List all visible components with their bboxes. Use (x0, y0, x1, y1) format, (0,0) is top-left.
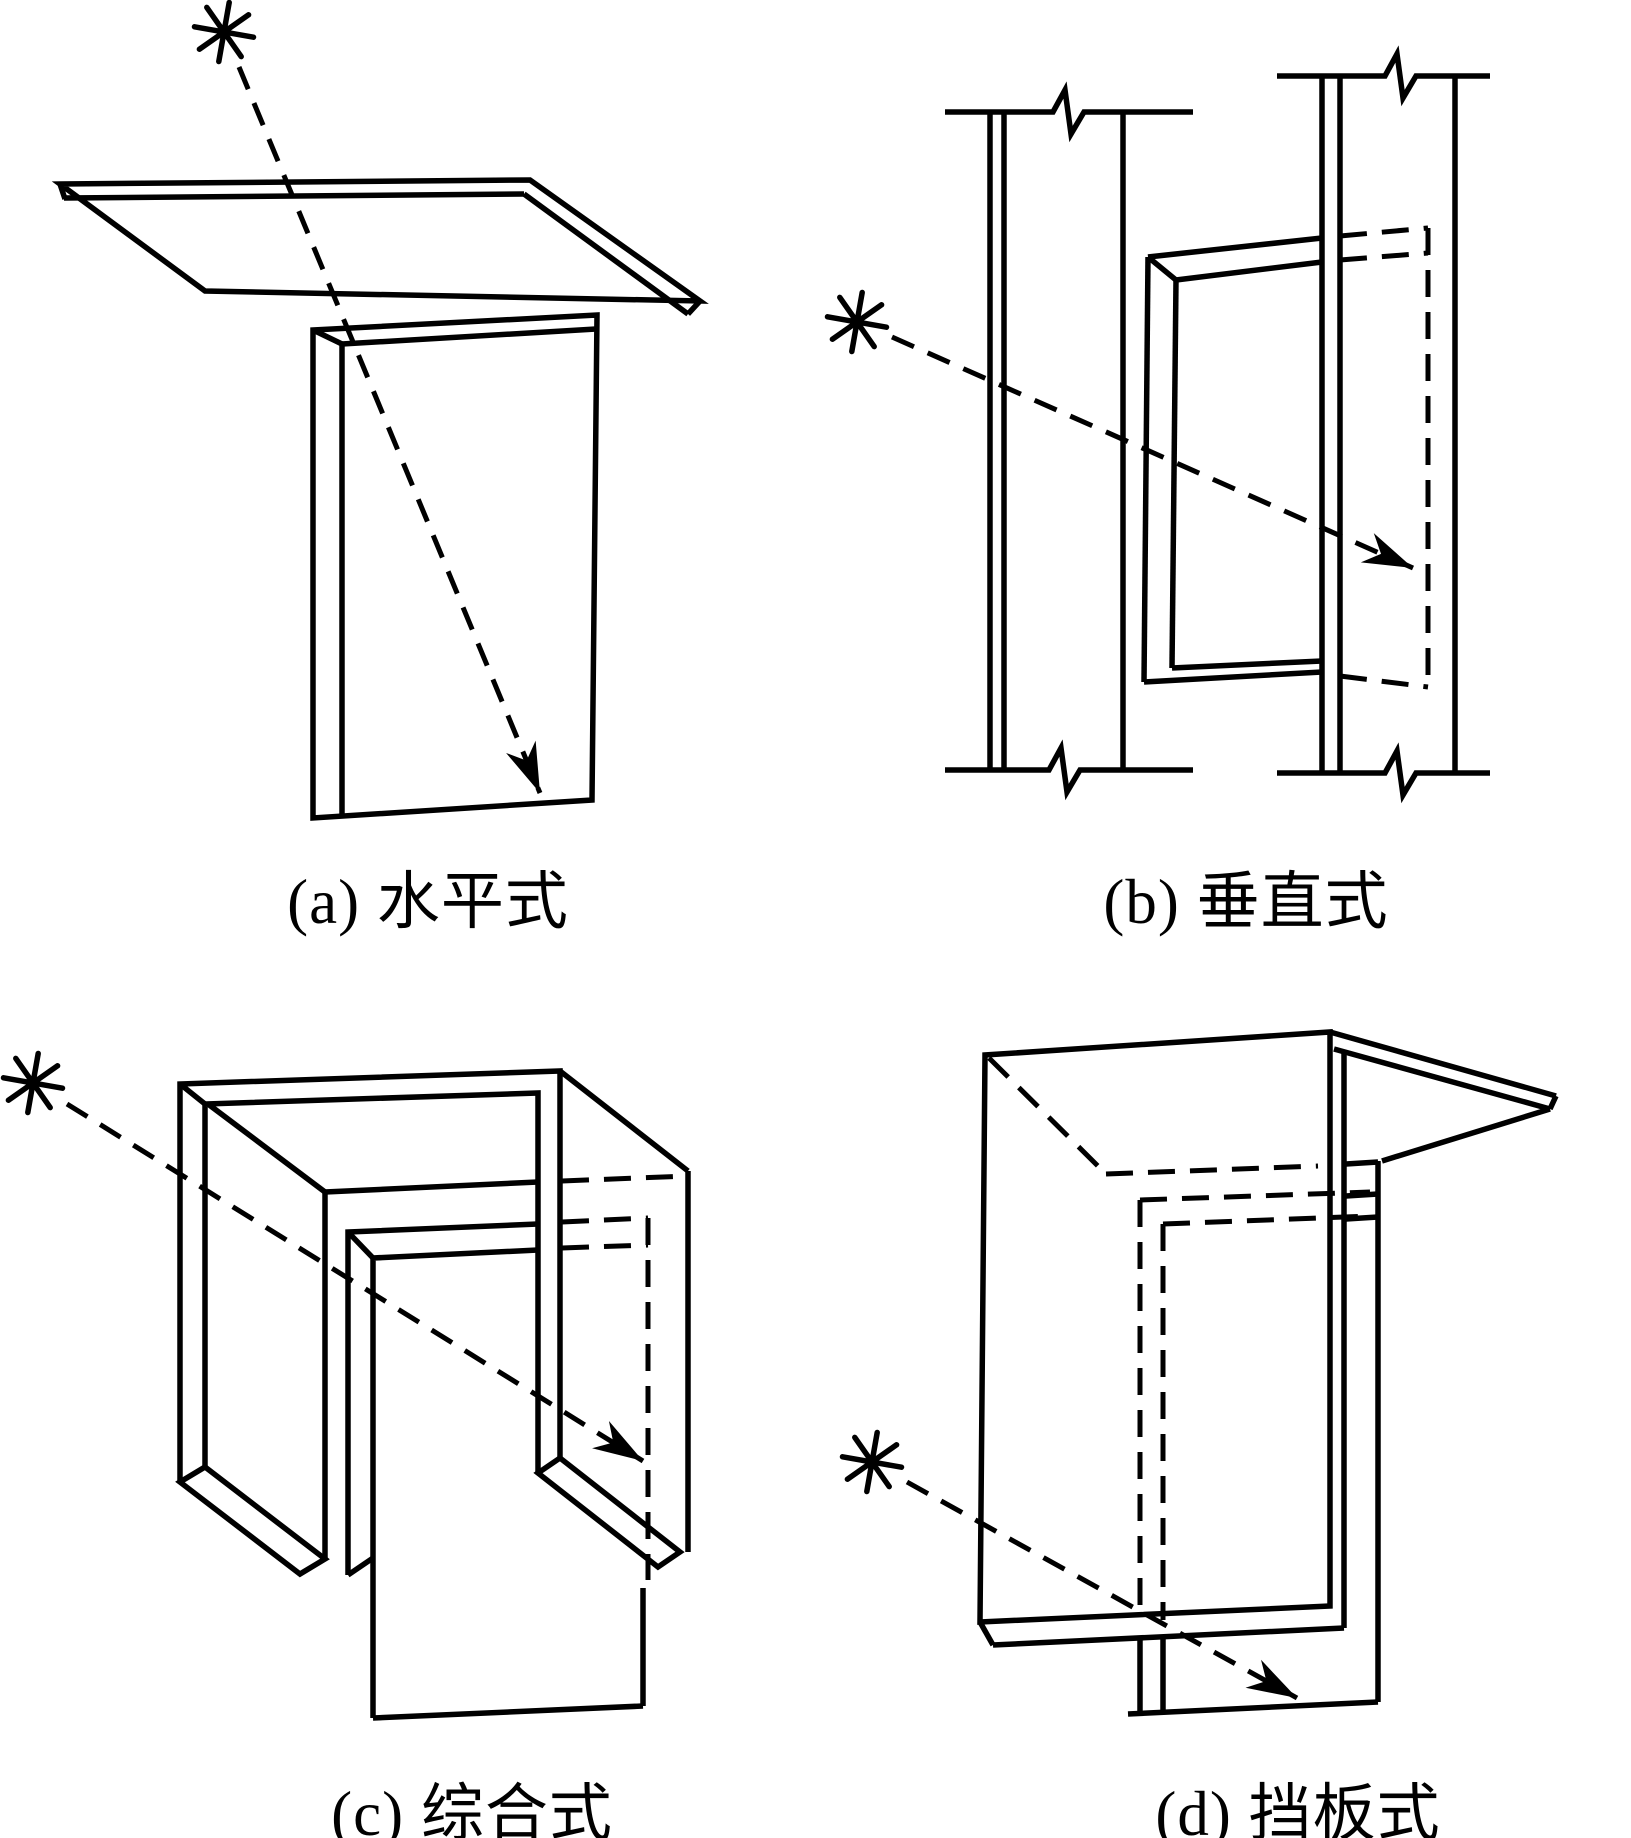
cap-top-edge (1329, 1029, 1557, 1099)
hidden-edge (1139, 1189, 1371, 1203)
vertical-fin (1141, 235, 1323, 685)
wall-top-edge (1345, 1159, 1379, 1167)
wall-top-break-line (945, 81, 1193, 143)
sun-icon (4, 1054, 63, 1113)
eggcrate-outer-frame (175, 1068, 691, 1578)
sun-icon (843, 1433, 902, 1492)
slab-endcap (685, 299, 703, 316)
frame-leg-endface (346, 1555, 375, 1578)
sun-icon (195, 3, 254, 62)
fin-bottom-inner-edge (1171, 658, 1323, 671)
baffle-panel (977, 1029, 1347, 1648)
frame-outer-outline (345, 1221, 539, 1575)
frame-back-top-edge (324, 1179, 539, 1195)
window-hidden-outline (1137, 1189, 1371, 1620)
frame-right-leg-endface (533, 1454, 685, 1571)
panel-c-drawing (4, 1054, 691, 1721)
building-wall (1127, 1159, 1381, 1717)
slab-endcap (57, 183, 68, 200)
caption-d: (d) 挡板式 (1155, 1779, 1441, 1838)
baffle-hidden-edges (987, 1056, 1319, 1177)
baffle-thickness-line (992, 1625, 1345, 1648)
sun-ray-arrow (236, 66, 543, 794)
slab-thickness-line (63, 191, 525, 201)
wall-top-break-line (1277, 45, 1490, 107)
top-cap-plate (1329, 1029, 1559, 1164)
frame-left-leg-endface (175, 1463, 330, 1578)
window-head-edge (1345, 1214, 1379, 1222)
panel-d-drawing (843, 1029, 1559, 1717)
fin-top-inner-edge (1175, 259, 1323, 283)
eggcrate-middle-frame (345, 1215, 651, 1580)
frame-depth-edge (558, 1068, 690, 1174)
hidden-edge (1339, 250, 1429, 263)
wall-bottom-break-line (945, 739, 1193, 801)
wall-top-line (341, 326, 597, 347)
frame-corner-miter (178, 1081, 207, 1107)
wall-corner-miter (311, 327, 344, 347)
sun-ray-arrow (890, 334, 1415, 571)
sun-ray-arrow (65, 1101, 645, 1464)
frame-inner-outline (370, 1247, 539, 1558)
frame-depth-edge (206, 1101, 327, 1195)
hidden-edge (561, 1173, 689, 1184)
frame-corner-miter (346, 1230, 375, 1260)
fin-top-edge (1147, 235, 1323, 260)
hidden-edge (561, 1215, 649, 1225)
frame-inner-outline (202, 1090, 541, 1473)
back-wall-panel (370, 1558, 646, 1721)
caption-b: (b) 垂直式 (1103, 867, 1389, 937)
slab-thickness-line (522, 191, 690, 317)
fin-corner-miter (1146, 254, 1178, 283)
wall-left-section (945, 81, 1193, 801)
hidden-edge (1162, 1213, 1371, 1227)
caption-c: (c) 综合式 (331, 1779, 613, 1838)
hidden-edge (1339, 673, 1429, 690)
cap-bottom-edge (1333, 1046, 1551, 1112)
frame-outer-outline (177, 1068, 563, 1482)
hidden-edge (1105, 1163, 1319, 1177)
cap-back-edge (1381, 1106, 1551, 1164)
cap-endcap (1547, 1094, 1559, 1111)
panel-a-drawing (51, 3, 709, 821)
hidden-edge (561, 1242, 649, 1251)
shaded-wall-panel (310, 312, 600, 821)
overhang-slab (51, 177, 709, 317)
fin-inner-edge (1169, 279, 1179, 669)
caption-a: (a) 水平式 (287, 867, 569, 937)
baffle-endcap (977, 1620, 996, 1647)
wall-bottom-break-line (1277, 742, 1490, 804)
window-head-edge (1345, 1191, 1379, 1199)
hidden-edge (987, 1056, 1108, 1176)
baffle-outline (977, 1029, 1333, 1625)
bottom-sill-edge (1127, 1699, 1379, 1717)
wall-bottom-edge (372, 1703, 644, 1721)
panel-b-drawing (828, 45, 1490, 804)
fin-hidden-outline (1339, 225, 1431, 690)
fin-bottom-edge (1143, 669, 1323, 685)
sun-icon (828, 293, 887, 352)
wall-outline (310, 312, 600, 821)
hidden-edge (1339, 225, 1429, 239)
sun-ray-arrow (905, 1479, 1299, 1701)
wall-right-section (1277, 45, 1490, 804)
fin-front-edge (1141, 256, 1151, 683)
